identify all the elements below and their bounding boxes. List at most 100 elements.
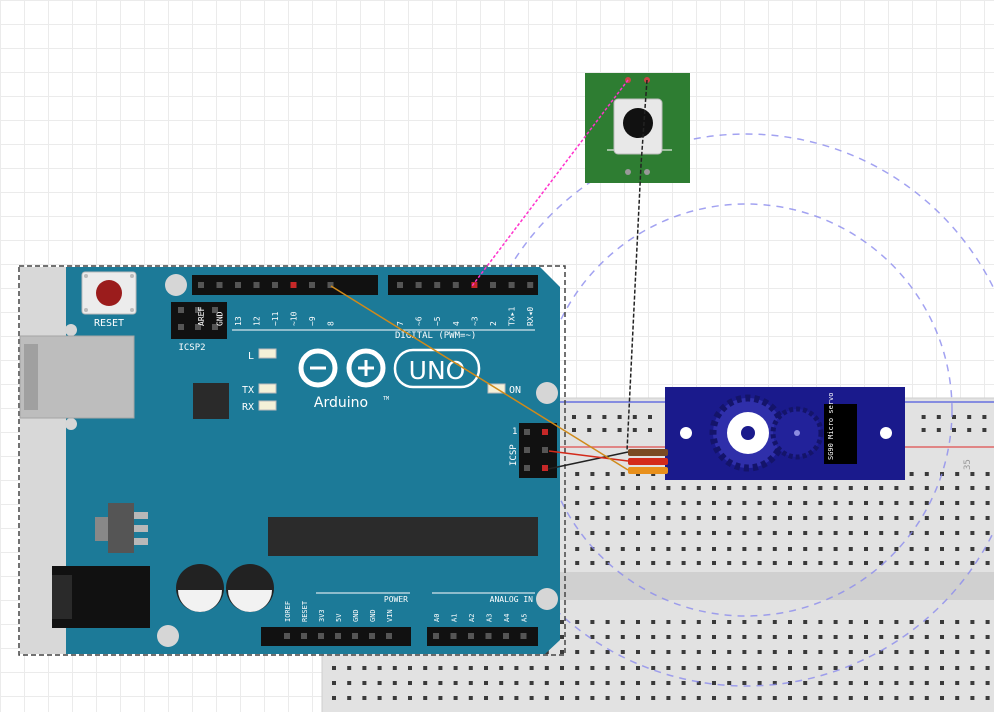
breadboard-hole[interactable] <box>392 666 397 670</box>
breadboard-hole[interactable] <box>590 696 595 700</box>
breadboard-hole[interactable] <box>879 620 884 624</box>
power-pin[interactable] <box>301 633 307 639</box>
breadboard-hole[interactable] <box>879 547 884 551</box>
analog-pin[interactable] <box>520 633 527 639</box>
breadboard-hole[interactable] <box>924 696 929 700</box>
breadboard-hole[interactable] <box>955 472 960 476</box>
breadboard-hole[interactable] <box>620 501 625 505</box>
breadboard-hole[interactable] <box>818 681 823 685</box>
breadboard-hole[interactable] <box>848 666 853 670</box>
breadboard-hole[interactable] <box>332 696 336 700</box>
breadboard-hole[interactable] <box>803 681 808 685</box>
breadboard-hole[interactable] <box>970 531 975 535</box>
breadboard-hole[interactable] <box>909 666 914 670</box>
breadboard-hole[interactable] <box>833 666 838 670</box>
breadboard-hole[interactable] <box>803 516 808 520</box>
breadboard-hole[interactable] <box>864 635 868 639</box>
breadboard-hole[interactable] <box>940 620 944 624</box>
breadboard-hole[interactable] <box>909 650 914 654</box>
breadboard-hole[interactable] <box>423 681 428 685</box>
breadboard-hole[interactable] <box>636 486 640 490</box>
breadboard-hole[interactable] <box>757 501 762 505</box>
breadboard-hole[interactable] <box>848 516 853 520</box>
analog-pin[interactable] <box>485 633 492 639</box>
breadboard-hole[interactable] <box>681 531 686 535</box>
breadboard-hole[interactable] <box>712 620 716 624</box>
breadboard-hole[interactable] <box>696 681 701 685</box>
breadboard-hole[interactable] <box>651 531 656 535</box>
breadboard-hole[interactable] <box>681 561 686 565</box>
breadboard-hole[interactable] <box>757 650 762 654</box>
breadboard-hole[interactable] <box>955 620 960 624</box>
breadboard-hole[interactable] <box>590 547 595 551</box>
breadboard-hole[interactable] <box>712 531 716 535</box>
breadboard-hole[interactable] <box>772 635 777 639</box>
breadboard-hole[interactable] <box>894 547 899 551</box>
breadboard-hole[interactable] <box>909 516 914 520</box>
breadboard-hole[interactable] <box>803 635 808 639</box>
breadboard-hole[interactable] <box>833 547 838 551</box>
breadboard-hole[interactable] <box>605 650 610 654</box>
breadboard-hole[interactable] <box>955 547 960 551</box>
breadboard-hole[interactable] <box>772 516 777 520</box>
breadboard-hole[interactable] <box>940 531 944 535</box>
digital-pin-7[interactable] <box>397 282 403 288</box>
breadboard-hole[interactable] <box>742 486 747 490</box>
breadboard-hole[interactable] <box>712 681 716 685</box>
rail-hole[interactable] <box>602 428 607 432</box>
breadboard-hole[interactable] <box>590 486 595 490</box>
breadboard-hole[interactable] <box>924 547 929 551</box>
breadboard-hole[interactable] <box>940 486 944 490</box>
breadboard-hole[interactable] <box>818 635 823 639</box>
breadboard-hole[interactable] <box>788 486 792 490</box>
breadboard-hole[interactable] <box>727 620 732 624</box>
breadboard-hole[interactable] <box>757 620 762 624</box>
breadboard-hole[interactable] <box>757 696 762 700</box>
pushbutton-module[interactable] <box>585 73 690 183</box>
breadboard-hole[interactable] <box>712 561 716 565</box>
breadboard-hole[interactable] <box>940 666 944 670</box>
breadboard-hole[interactable] <box>924 635 929 639</box>
breadboard-hole[interactable] <box>848 650 853 654</box>
breadboard-hole[interactable] <box>879 666 884 670</box>
breadboard-hole[interactable] <box>788 650 792 654</box>
analog-pin[interactable] <box>450 633 457 639</box>
breadboard-hole[interactable] <box>544 696 549 700</box>
icsp2-pin[interactable] <box>178 324 184 330</box>
digital-pin-~6[interactable] <box>415 282 422 288</box>
digital-pin-8[interactable] <box>327 282 334 288</box>
breadboard-hole[interactable] <box>833 516 838 520</box>
breadboard-hole[interactable] <box>742 516 747 520</box>
breadboard-hole[interactable] <box>772 547 777 551</box>
breadboard-hole[interactable] <box>620 547 625 551</box>
icsp2-header[interactable] <box>171 302 227 339</box>
breadboard-hole[interactable] <box>757 635 762 639</box>
breadboard-hole[interactable] <box>499 696 504 700</box>
breadboard-hole[interactable] <box>636 696 640 700</box>
breadboard-hole[interactable] <box>712 666 716 670</box>
breadboard-hole[interactable] <box>818 666 823 670</box>
breadboard-hole[interactable] <box>833 696 838 700</box>
breadboard-hole[interactable] <box>712 516 716 520</box>
breadboard-hole[interactable] <box>955 486 960 490</box>
digital-pin-~5[interactable] <box>434 282 441 288</box>
breadboard-hole[interactable] <box>803 501 808 505</box>
breadboard-hole[interactable] <box>438 681 443 685</box>
breadboard-hole[interactable] <box>879 635 884 639</box>
wires[interactable] <box>330 79 648 471</box>
breadboard-hole[interactable] <box>696 516 701 520</box>
breadboard-hole[interactable] <box>696 531 701 535</box>
breadboard-hole[interactable] <box>772 561 777 565</box>
breadboard-hole[interactable] <box>575 666 580 670</box>
breadboard-hole[interactable] <box>681 620 686 624</box>
breadboard-hole[interactable] <box>575 681 580 685</box>
breadboard-hole[interactable] <box>408 666 412 670</box>
breadboard-hole[interactable] <box>788 547 792 551</box>
breadboard-hole[interactable] <box>848 531 853 535</box>
breadboard-hole[interactable] <box>924 486 929 490</box>
breadboard-hole[interactable] <box>894 516 899 520</box>
breadboard-hole[interactable] <box>575 620 580 624</box>
breadboard-hole[interactable] <box>560 635 564 639</box>
breadboard-hole[interactable] <box>620 696 625 700</box>
breadboard-hole[interactable] <box>438 666 443 670</box>
